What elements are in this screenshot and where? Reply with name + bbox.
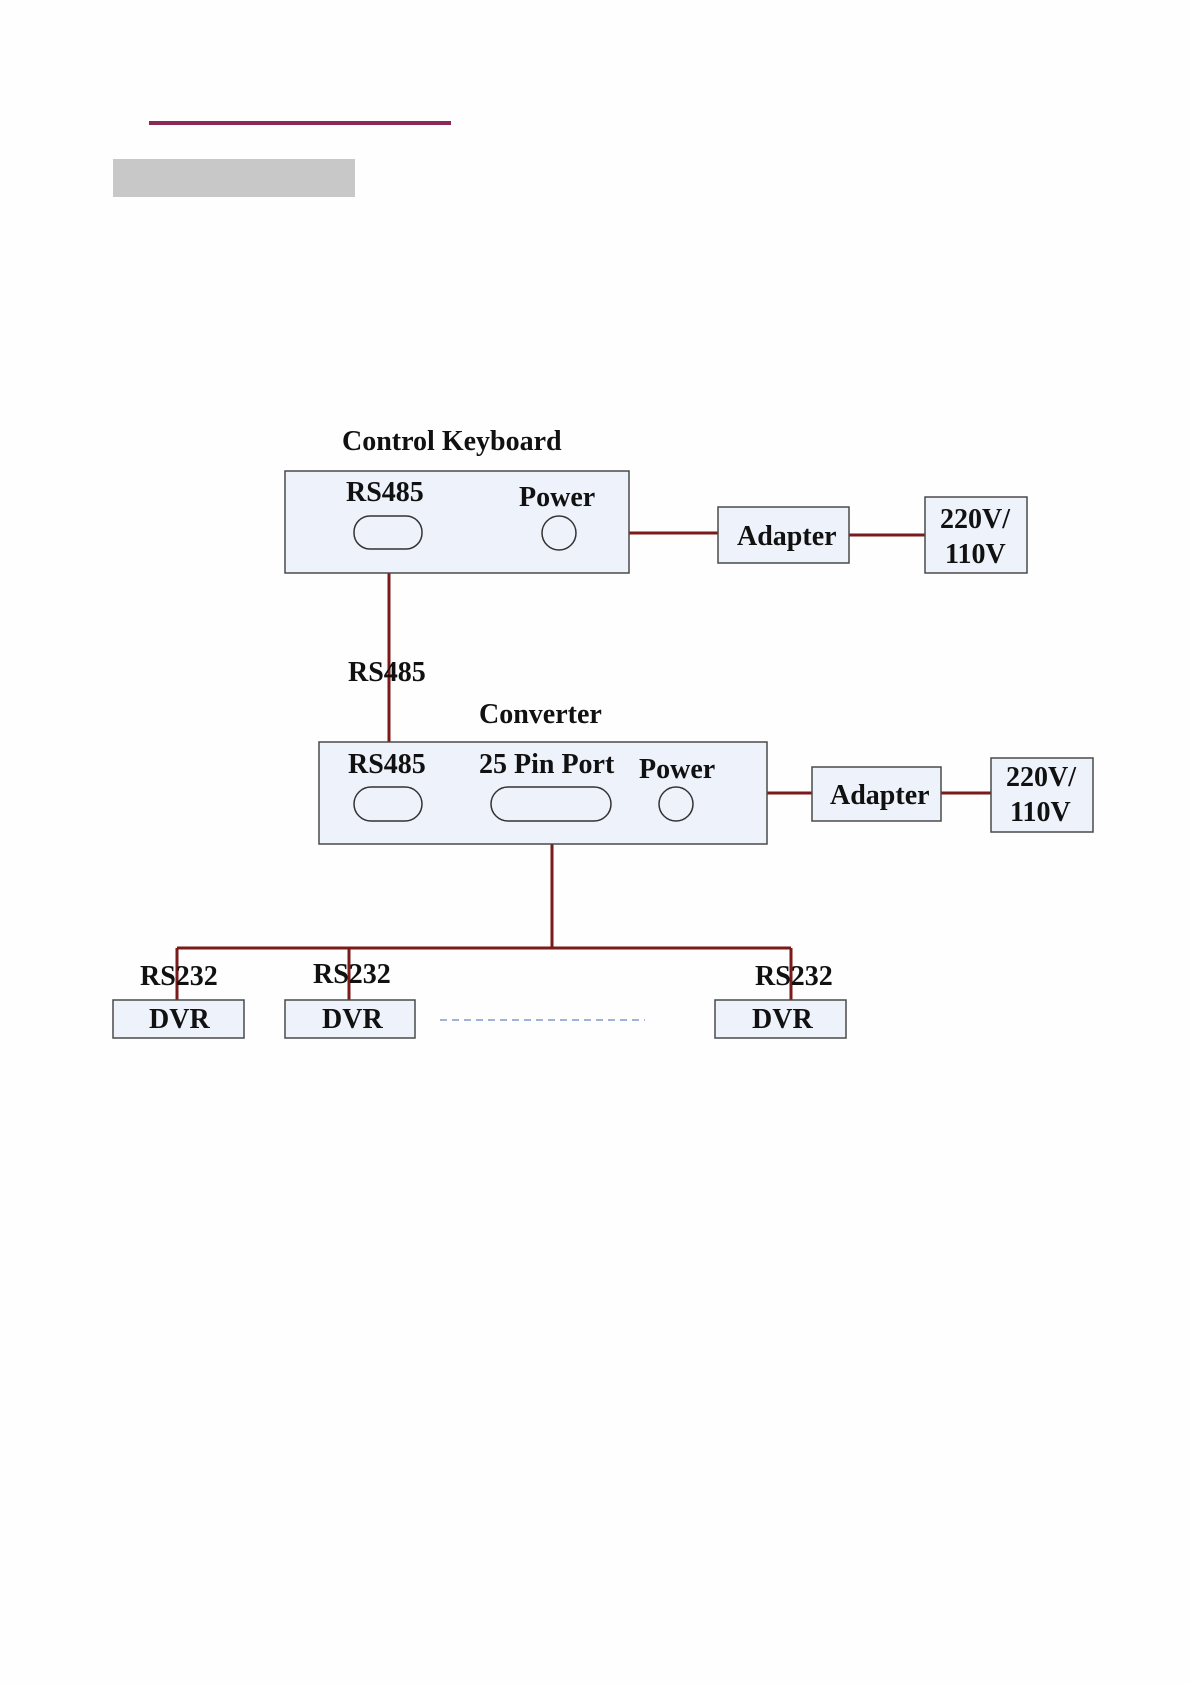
keyboard-rs485-port bbox=[353, 515, 423, 550]
dvr-port-label-2: RS232 bbox=[313, 959, 391, 990]
converter-rs485-port bbox=[353, 786, 423, 822]
adapter-box-2 bbox=[811, 766, 942, 822]
adapter-box-1 bbox=[717, 506, 850, 564]
dvr-label-2: DVR bbox=[322, 1004, 383, 1035]
keyboard-rs485-label: RS485 bbox=[346, 477, 424, 508]
power-supply-line2-1: 110V bbox=[945, 539, 1006, 570]
power-supply-box-1 bbox=[924, 496, 1028, 574]
dvr-label-1: DVR bbox=[149, 1004, 210, 1035]
dvr-port-label-1: RS232 bbox=[140, 961, 218, 992]
keyboard-power-port bbox=[541, 515, 577, 551]
converter-power-port bbox=[658, 786, 694, 822]
converter-25-pin-port bbox=[490, 786, 612, 822]
power-supply-line1-1: 220V/ bbox=[940, 504, 1011, 535]
dvr-port-label-3: RS232 bbox=[755, 961, 833, 992]
dvr-box-1 bbox=[112, 999, 245, 1039]
power-supply-box-2 bbox=[990, 757, 1094, 833]
dvr-box-3 bbox=[714, 999, 847, 1039]
adapter-label-2: Adapter bbox=[830, 780, 930, 811]
converter-pin-label: 25 Pin Port bbox=[479, 749, 615, 780]
dvr-box-2 bbox=[284, 999, 416, 1039]
adapter-label-1: Adapter bbox=[737, 521, 837, 552]
power-supply-line2-2: 110V bbox=[1010, 797, 1071, 828]
power-supply-line1-2: 220V/ bbox=[1006, 762, 1077, 793]
dvr-label-3: DVR bbox=[752, 1004, 813, 1035]
header-block bbox=[113, 159, 355, 197]
converter-title: Converter bbox=[479, 699, 602, 730]
converter-power-label: Power bbox=[639, 754, 715, 785]
converter-rs485-label: RS485 bbox=[348, 749, 426, 780]
keyboard-power-label: Power bbox=[519, 482, 595, 513]
header-rule bbox=[149, 121, 451, 125]
converter-box bbox=[318, 741, 768, 845]
keyboard-title: Control Keyboard bbox=[342, 426, 562, 457]
link-rs485-label: RS485 bbox=[348, 657, 426, 688]
